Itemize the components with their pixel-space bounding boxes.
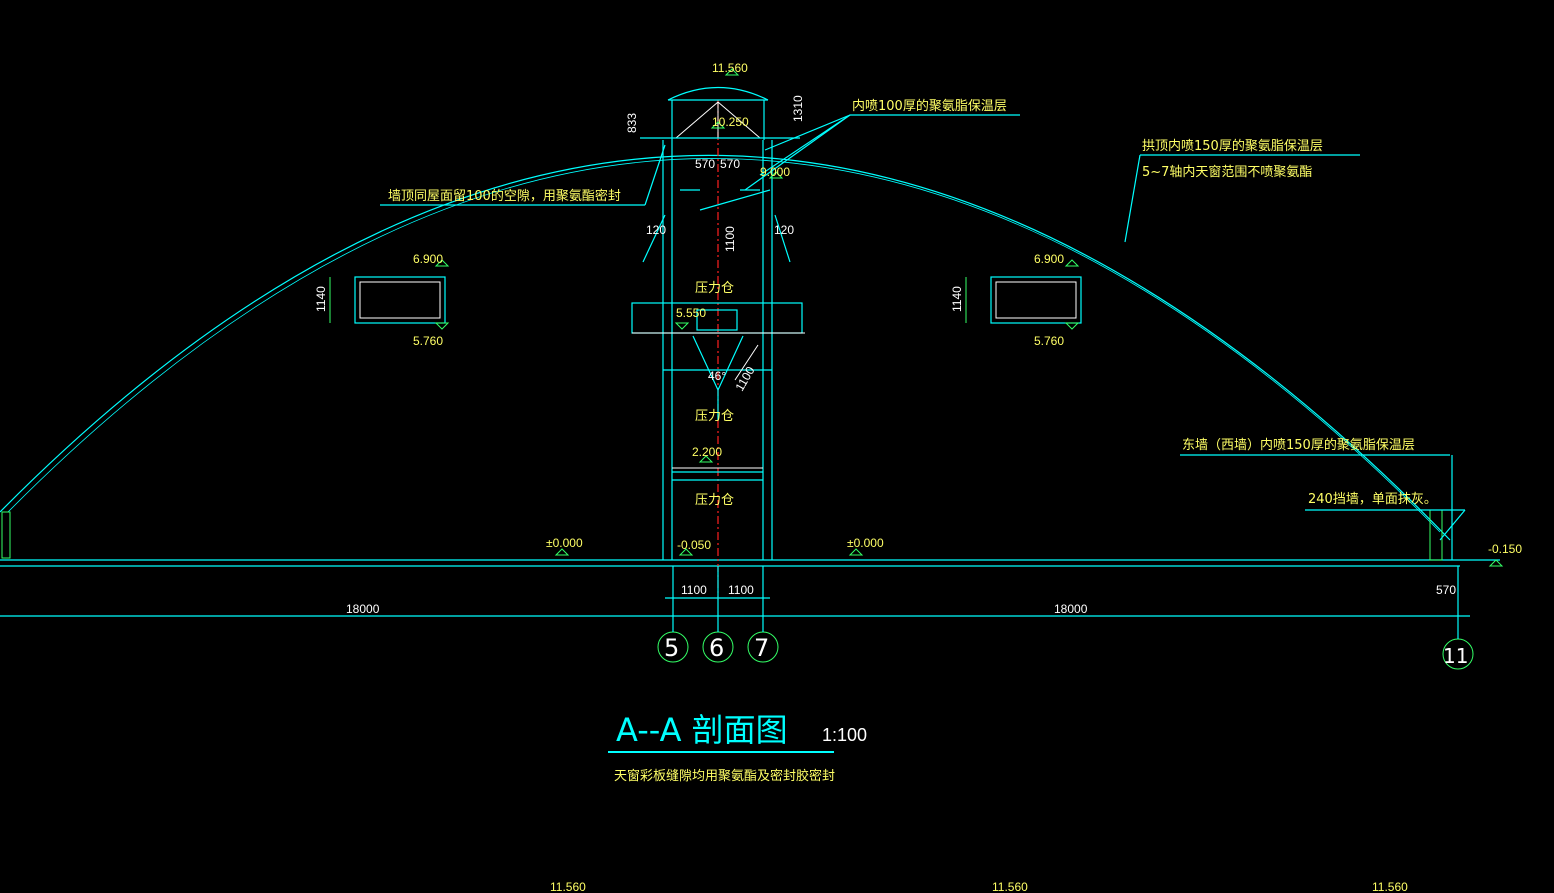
elev-neg150: -0.150 bbox=[1488, 542, 1522, 556]
hopper-dim-line bbox=[734, 344, 759, 381]
elev-win-bot-right: 5.760 bbox=[1034, 334, 1064, 348]
note-wall-top-gap: 墙顶同屋面留100的空隙，用聚氨酯密封 bbox=[388, 188, 621, 204]
leader-n2-b bbox=[1124, 154, 1141, 243]
note-east-west-wall: 东墙（西墙）内喷150厚的聚氨脂保温层 bbox=[1182, 437, 1415, 453]
dim-120b: 120 bbox=[774, 223, 794, 237]
room-label-3: 压力仓 bbox=[695, 493, 734, 508]
arch-roof bbox=[0, 154, 1451, 541]
window-left bbox=[354, 276, 446, 324]
dim-1140-right: 1140 bbox=[950, 286, 964, 312]
dim-1100-vertical: 1100 bbox=[723, 226, 737, 252]
dim-angle: 46° bbox=[708, 369, 726, 383]
room-label-1: 压力仓 bbox=[695, 281, 734, 296]
dim-span-right: 18000 bbox=[1054, 602, 1088, 616]
dim-1310: 1310 bbox=[791, 95, 805, 122]
leader-n6-b bbox=[1439, 509, 1466, 541]
elev-top: 11.560 bbox=[712, 61, 748, 75]
elev-zero-right: ±0.000 bbox=[847, 536, 884, 550]
note-retaining-wall: 240挡墙，单面抹灰。 bbox=[1308, 492, 1437, 507]
elev-9000: 9.000 bbox=[760, 165, 790, 179]
arch-roof-inner bbox=[7, 158, 1441, 533]
elev-2200: 2.200 bbox=[692, 445, 722, 459]
axis-label-7: 7 bbox=[754, 634, 769, 662]
elev-5550: 5.550 bbox=[676, 306, 706, 320]
elev-zero-left: ±0.000 bbox=[546, 536, 583, 550]
elev-win-top-right: 6.900 bbox=[1034, 252, 1064, 266]
elev-win-bot-left: 5.760 bbox=[413, 334, 443, 348]
elev-bottom-1: 11.560 bbox=[550, 880, 586, 893]
platform-upper bbox=[631, 302, 803, 334]
dim-833: 833 bbox=[625, 113, 639, 133]
elev-ridge: 10.250 bbox=[712, 115, 749, 129]
elev-bottom-3: 11.560 bbox=[1372, 880, 1408, 893]
right-wall bbox=[1429, 509, 1443, 561]
window-left-inner bbox=[359, 281, 441, 319]
elev-win-top-left: 6.900 bbox=[413, 252, 443, 266]
window-right-inner bbox=[995, 281, 1077, 319]
dim-1100b: 1100 bbox=[728, 583, 754, 597]
axis-label-5: 5 bbox=[664, 634, 679, 662]
dim-1100-diagonal: 1100 bbox=[732, 364, 757, 394]
skylight-cap bbox=[667, 87, 769, 101]
left-wall bbox=[1, 511, 11, 559]
leader-n1-c bbox=[744, 114, 851, 191]
note-skylight-exclusion: 5~7轴内天窗范围不喷聚氨酯 bbox=[1142, 164, 1312, 180]
louver-right bbox=[774, 214, 791, 263]
vent-diagonal bbox=[699, 189, 771, 211]
note-arch-spray-150: 拱顶内喷150厚的聚氨脂保温层 bbox=[1142, 138, 1323, 154]
dim-span-left: 18000 bbox=[346, 602, 380, 616]
axis-label-11: 11 bbox=[1443, 644, 1468, 668]
room-label-2: 压力仓 bbox=[695, 409, 734, 424]
leader-n4-b bbox=[644, 144, 666, 206]
dim-120a: 120 bbox=[646, 223, 666, 237]
window-right bbox=[990, 276, 1082, 324]
louver-left bbox=[642, 214, 666, 263]
leader-n1-a bbox=[764, 114, 851, 151]
axis-label-6: 6 bbox=[709, 634, 724, 662]
drawing-title: A--A 剖面图 bbox=[616, 711, 788, 749]
elevation-markers bbox=[434, 68, 1504, 567]
dim-570c: 570 bbox=[1436, 583, 1456, 597]
elev-neg050: -0.050 bbox=[677, 538, 711, 552]
note-inner-spray-100: 内喷100厚的聚氨脂保温层 bbox=[852, 98, 1007, 114]
elev-bottom-2: 11.560 bbox=[992, 880, 1028, 893]
drawing-scale: 1:100 bbox=[822, 725, 867, 745]
platform-opening bbox=[696, 309, 738, 331]
drawing-subnote: 天窗彩板缝隙均用聚氨酯及密封胶密封 bbox=[614, 768, 835, 784]
dim-570a: 570 bbox=[695, 157, 715, 171]
dim-1140-left: 1140 bbox=[314, 286, 328, 312]
dim-570b: 570 bbox=[720, 157, 740, 171]
dim-1100a: 1100 bbox=[681, 583, 707, 597]
